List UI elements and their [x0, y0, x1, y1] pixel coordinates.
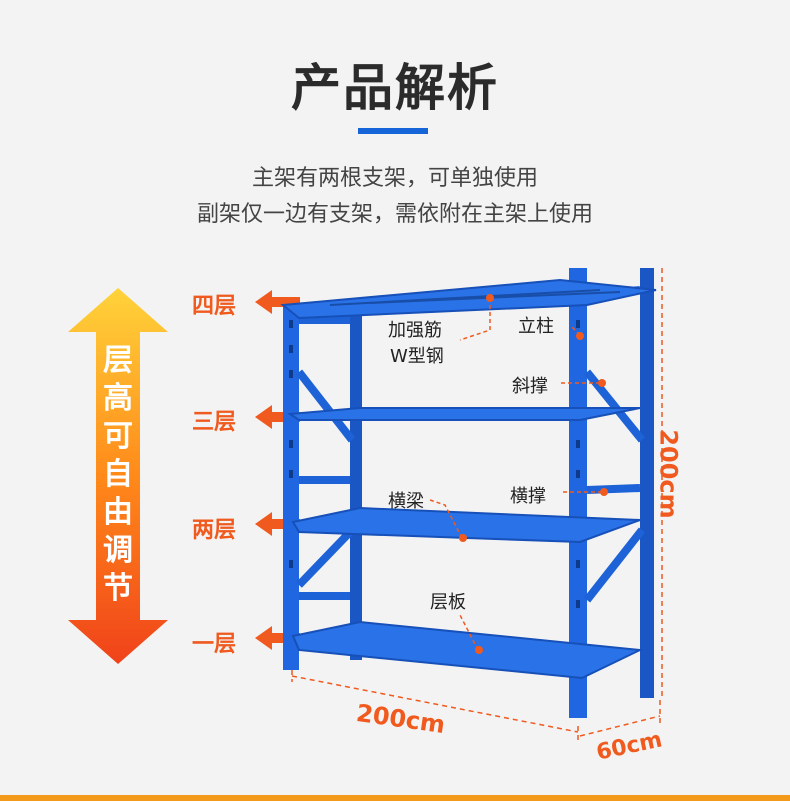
level-label-4: 四层 [192, 294, 237, 319]
bottom-accent-line [0, 795, 790, 801]
level-label-2: 两层 [192, 518, 237, 543]
level-arrow-icons [255, 290, 300, 650]
adjustable-char: 可 [103, 419, 133, 454]
level-label-3: 三层 [192, 410, 237, 435]
adjustable-char: 节 [103, 571, 133, 606]
label-beam: 横梁 [388, 491, 424, 512]
subtitle-line-2: 副架仅一边有支架，需依附在主架上使用 [196, 202, 593, 227]
label-w-steel: W型钢 [390, 346, 444, 367]
label-horizontal-brace: 横撑 [510, 486, 546, 507]
label-diagonal-brace: 斜撑 [512, 376, 548, 397]
adjustable-char: 层 [103, 343, 133, 378]
label-reinforcement: 加强筋 [388, 320, 442, 341]
title-underline [358, 128, 428, 134]
subtitle-line-1: 主架有两根支架，可单独使用 [251, 166, 538, 191]
adjustable-char: 高 [103, 381, 133, 416]
adjustable-char: 由 [103, 495, 133, 530]
label-shelf-board: 层板 [430, 592, 466, 613]
adjustable-height-label: 层 高 可 自 由 调 节 [92, 342, 144, 608]
level-label-1: 一层 [192, 632, 237, 657]
double-arrow-icon [68, 288, 168, 664]
adjustable-char: 自 [103, 457, 133, 492]
adjustable-char: 调 [103, 533, 133, 568]
page-title: 产品解析 [291, 59, 499, 117]
dimension-height: 200cm [654, 429, 683, 519]
label-upright: 立柱 [518, 316, 554, 337]
